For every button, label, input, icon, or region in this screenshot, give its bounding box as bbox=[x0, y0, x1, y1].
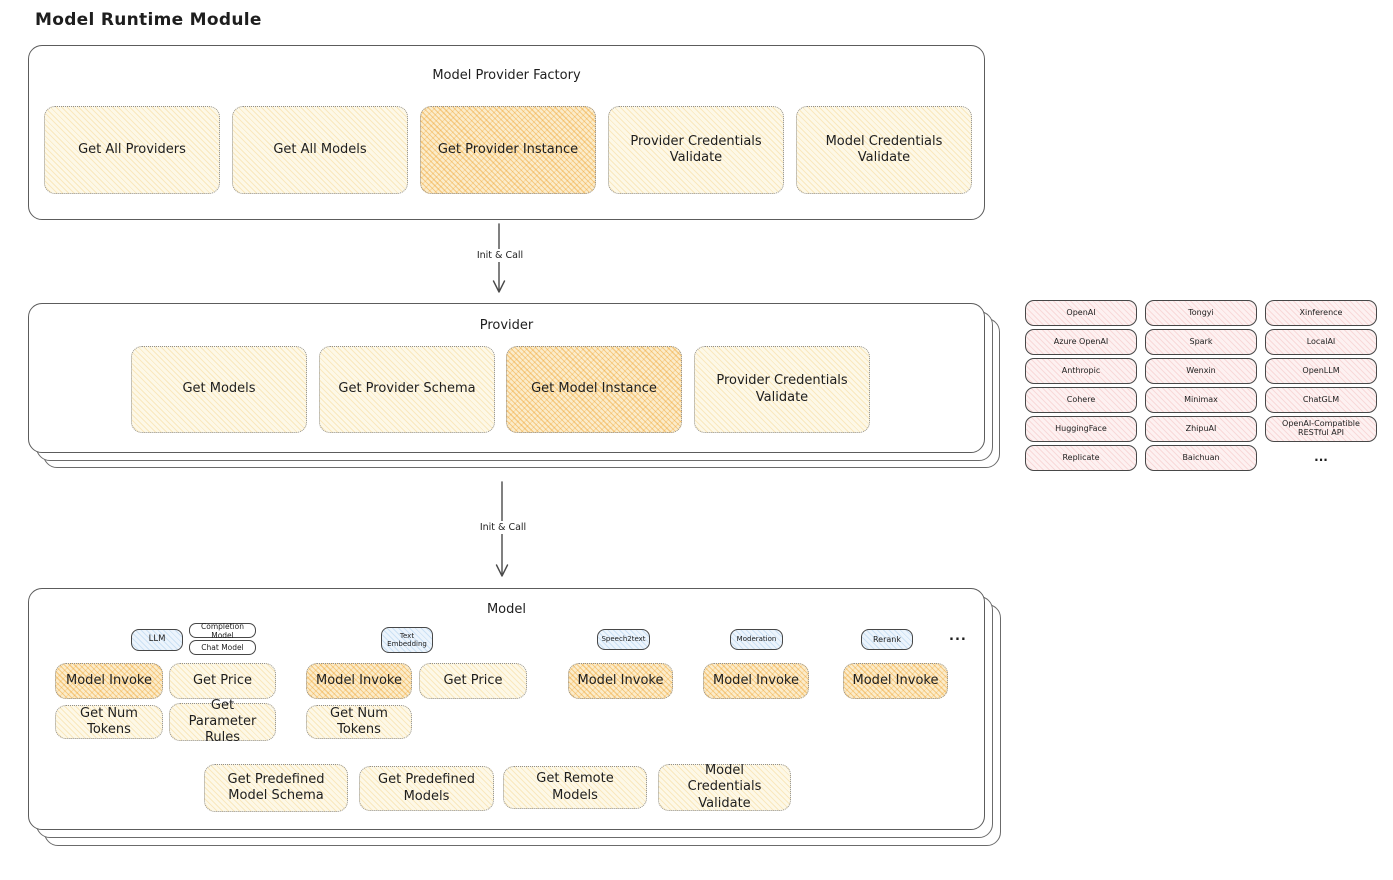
provider-chip-baichuan: Baichuan bbox=[1145, 445, 1257, 471]
provider-chip-xinference: Xinference bbox=[1265, 300, 1377, 326]
provider-op-get-models: Get Models bbox=[131, 346, 307, 433]
factory-op-get-all-providers: Get All Providers bbox=[44, 106, 220, 194]
model-op-get-remote-models: Get Remote Models bbox=[503, 766, 647, 809]
tag-speech2text: Speech2text bbox=[597, 629, 650, 650]
model-op-llm-invoke: Model Invoke bbox=[55, 663, 163, 699]
model-op-rerank-invoke: Model Invoke bbox=[843, 663, 948, 699]
provider-panel: Provider Get Models Get Provider Schema … bbox=[28, 303, 985, 453]
tag-moderation: Moderation bbox=[730, 629, 783, 650]
tag-llm: LLM bbox=[131, 629, 183, 651]
provider-chip-huggingface: HuggingFace bbox=[1025, 416, 1137, 442]
provider-chip-wenxin: Wenxin bbox=[1145, 358, 1257, 384]
factory-op-get-provider-instance: Get Provider Instance bbox=[420, 106, 596, 194]
provider-chip-zhipuai: ZhipuAI bbox=[1145, 416, 1257, 442]
provider-chip-localai: LocalAI bbox=[1265, 329, 1377, 355]
tag-chat-model: Chat Model bbox=[189, 640, 256, 655]
model-op-te-get-num-tokens: Get Num Tokens bbox=[306, 705, 412, 739]
model-panel: Model LLM Completion Model Chat Model Te… bbox=[28, 588, 985, 830]
tag-completion-model: Completion Model bbox=[189, 622, 256, 640]
arrow2-label: Init & Call bbox=[470, 521, 536, 534]
model-op-moderation-invoke: Model Invoke bbox=[703, 663, 809, 699]
model-tags-ellipsis: ... bbox=[949, 629, 967, 644]
provider-panel-title: Provider bbox=[479, 318, 534, 333]
provider-op-get-model-instance: Get Model Instance bbox=[506, 346, 682, 433]
page-title: Model Runtime Module bbox=[35, 10, 262, 30]
model-panel-title: Model bbox=[486, 602, 527, 617]
provider-list: OpenAI Tongyi Xinference Azure OpenAI Sp… bbox=[1025, 300, 1377, 471]
provider-chip-replicate: Replicate bbox=[1025, 445, 1137, 471]
provider-chip-openllm: OpenLLM bbox=[1265, 358, 1377, 384]
model-op-get-predefined-model-schema: Get Predefined Model Schema bbox=[204, 764, 348, 812]
arrow1-label: Init & Call bbox=[468, 249, 532, 262]
provider-chip-anthropic: Anthropic bbox=[1025, 358, 1137, 384]
model-op-model-credentials-validate: Model Credentials Validate bbox=[658, 763, 791, 811]
factory-panel: Model Provider Factory Get All Providers… bbox=[28, 45, 985, 220]
factory-op-model-credentials-validate: Model Credentials Validate bbox=[796, 106, 972, 194]
provider-chip-openai-compatible: OpenAI-Compatible RESTful API bbox=[1265, 416, 1377, 442]
provider-chip-azure-openai: Azure OpenAI bbox=[1025, 329, 1137, 355]
provider-chip-cohere: Cohere bbox=[1025, 387, 1137, 413]
tag-text-embedding: Text Embedding bbox=[381, 627, 433, 653]
provider-chip-minimax: Minimax bbox=[1145, 387, 1257, 413]
model-op-te-get-price: Get Price bbox=[419, 663, 527, 699]
factory-op-provider-credentials-validate: Provider Credentials Validate bbox=[608, 106, 784, 194]
tag-rerank: Rerank bbox=[861, 629, 913, 650]
model-op-te-invoke: Model Invoke bbox=[306, 663, 412, 699]
provider-chip-chatglm: ChatGLM bbox=[1265, 387, 1377, 413]
model-op-s2t-invoke: Model Invoke bbox=[568, 663, 673, 699]
model-op-llm-get-parameter-rules: Get Parameter Rules bbox=[169, 698, 276, 745]
model-op-get-predefined-models: Get Predefined Models bbox=[359, 766, 494, 811]
provider-op-get-provider-schema: Get Provider Schema bbox=[319, 346, 495, 433]
provider-chip-spark: Spark bbox=[1145, 329, 1257, 355]
provider-chip-tongyi: Tongyi bbox=[1145, 300, 1257, 326]
model-op-llm-get-num-tokens: Get Num Tokens bbox=[55, 705, 163, 739]
provider-list-ellipsis: ... bbox=[1314, 450, 1328, 465]
provider-op-provider-credentials-validate: Provider Credentials Validate bbox=[694, 346, 870, 433]
factory-op-get-all-models: Get All Models bbox=[232, 106, 408, 194]
model-op-llm-get-price: Get Price bbox=[169, 663, 276, 699]
provider-chip-openai: OpenAI bbox=[1025, 300, 1137, 326]
factory-panel-title: Model Provider Factory bbox=[432, 68, 581, 83]
